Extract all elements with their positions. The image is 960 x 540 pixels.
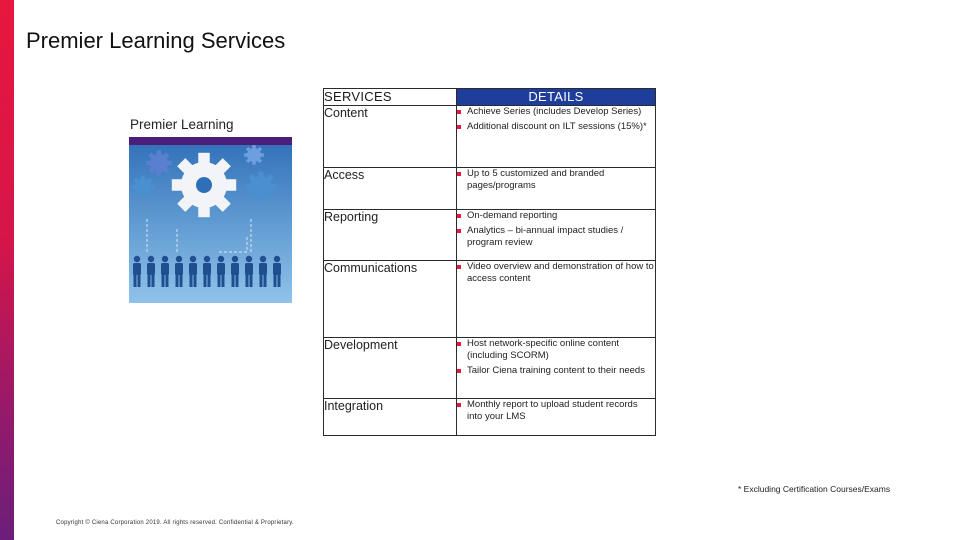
detail-item: Tailor Ciena training content to their n… (457, 365, 655, 377)
service-details: On-demand reporting Analytics – bi-annua… (456, 209, 656, 261)
service-name: Development (323, 337, 457, 399)
service-details: Monthly report to upload student records… (456, 398, 656, 436)
service-details: Achieve Series (includes Develop Series)… (456, 105, 656, 168)
detail-item: Analytics – bi-annual impact studies / p… (457, 225, 655, 249)
detail-item: Achieve Series (includes Develop Series) (457, 106, 655, 118)
table-row: Development Host network-specific online… (323, 337, 656, 399)
service-details: Host network-specific online content (in… (456, 337, 656, 399)
service-name: Content (323, 105, 457, 168)
detail-item: On-demand reporting (457, 210, 655, 222)
service-name: Integration (323, 398, 457, 436)
service-details: Up to 5 customized and branded pages/pro… (456, 167, 656, 210)
table-row: Reporting On-demand reporting Analytics … (323, 209, 656, 261)
left-accent-bar (0, 0, 14, 540)
service-details: Video overview and demonstration of how … (456, 260, 656, 338)
detail-item: Monthly report to upload student records… (457, 399, 655, 423)
service-name: Reporting (323, 209, 457, 261)
services-table: SERVICES DETAILS Content Achieve Series … (323, 88, 656, 436)
detail-item: Host network-specific online content (in… (457, 338, 655, 362)
header-details: DETAILS (456, 88, 656, 106)
detail-item: Additional discount on ILT sessions (15%… (457, 121, 655, 133)
footnote: * Excluding Certification Courses/Exams (738, 484, 891, 494)
table-row: Content Achieve Series (includes Develop… (323, 105, 656, 168)
detail-item: Up to 5 customized and branded pages/pro… (457, 168, 655, 192)
table-row: Communications Video overview and demons… (323, 260, 656, 338)
gears-and-people-illustration (129, 137, 292, 303)
detail-item: Video overview and demonstration of how … (457, 261, 655, 285)
header-services: SERVICES (323, 88, 457, 106)
service-name: Access (323, 167, 457, 210)
table-row: Integration Monthly report to upload stu… (323, 398, 656, 436)
copyright-notice: Copyright © Ciena Corporation 2019. All … (56, 520, 294, 526)
page-title: Premier Learning Services (26, 28, 286, 53)
table-row: Access Up to 5 customized and branded pa… (323, 167, 656, 210)
illustration-label: Premier Learning (130, 117, 234, 132)
service-name: Communications (323, 260, 457, 338)
